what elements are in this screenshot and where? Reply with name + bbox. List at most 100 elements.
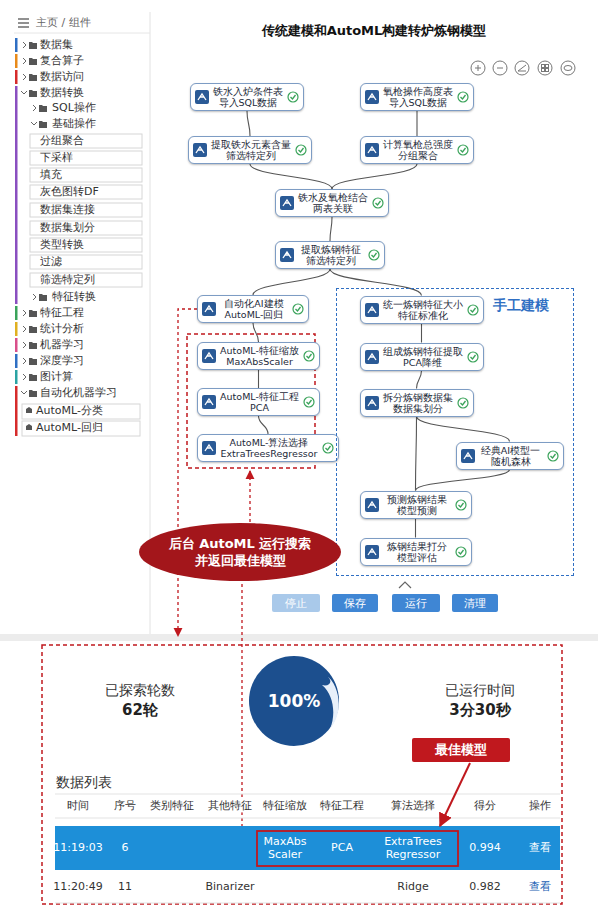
status-check (457, 397, 469, 409)
category-bar (15, 386, 18, 436)
process-box: 提取铁水元素含量筛选特定列 (188, 136, 312, 164)
node-icon-glyph (368, 94, 376, 100)
check-circle (323, 443, 333, 453)
menu-item-box (22, 421, 140, 436)
node-text: 经典AI模型一随机森林 (481, 445, 540, 467)
node-subtitle: PCA降维 (383, 357, 463, 368)
process-box: 提取炼钢特征筛选特定列 (275, 241, 385, 269)
node-icon-glyph (198, 94, 206, 100)
node-subtitle: 特征标准化 (383, 310, 463, 321)
folder-icon (39, 294, 47, 301)
text-label: 0.994 (469, 841, 501, 854)
connector (416, 470, 510, 491)
status-check (303, 350, 315, 362)
node-subtitle: 模型评估 (387, 552, 447, 563)
node-icon-glyph (368, 307, 376, 313)
check-mark (291, 95, 296, 99)
node-text: 炼钢结果打分模型评估 (387, 541, 447, 563)
category-bar (15, 322, 18, 336)
node-heading: 氧枪操作高度表 (383, 86, 453, 97)
check-circle (548, 451, 558, 461)
node-heading: 组成炼钢特征提取 (383, 346, 463, 357)
text-label: MaxAbs Scaler (258, 835, 312, 861)
status-check (547, 450, 559, 462)
toolbar-button: 清理 (452, 594, 498, 612)
tree-chevron (31, 122, 37, 125)
node-subtitle: 筛选特定列 (211, 150, 291, 161)
connector (330, 217, 332, 241)
status-check (457, 91, 469, 103)
check-mark (550, 454, 555, 458)
node-icon (280, 196, 294, 210)
status-check (322, 442, 334, 454)
check-mark (458, 550, 463, 554)
text-label: 深度学习 (40, 354, 84, 367)
category-bar (15, 86, 18, 290)
text-label: 类别特征 (149, 799, 195, 812)
node-icon (365, 350, 379, 364)
connector (421, 324, 422, 343)
node-heading: AutoML-特征工程 (220, 391, 299, 402)
node-icon-glyph (368, 400, 376, 406)
node-subtitle: 导入SQL数据 (383, 97, 453, 108)
node-subtitle: 筛选特定列 (301, 255, 361, 266)
connector (250, 164, 332, 189)
process-box: 组成炼钢特征提取PCA降维 (360, 343, 484, 371)
check-circle (468, 352, 478, 362)
bottom-panel (0, 641, 598, 908)
node-icon-bg (365, 498, 379, 512)
tree-chevron (33, 105, 36, 111)
category-bar (15, 290, 18, 304)
button-text: 停止 (285, 596, 307, 611)
tree-chevron (21, 391, 27, 394)
check-circle (304, 351, 314, 361)
connector (258, 370, 259, 388)
node-icon (365, 303, 379, 317)
folder-icon (29, 58, 37, 65)
text-label: 主页 / 组件 (36, 16, 91, 29)
node-text: 拆分炼钢数据集数据集划分 (383, 392, 453, 414)
node-icon (365, 396, 379, 410)
check-circle (456, 547, 466, 557)
check-circle (296, 145, 306, 155)
node-text: AutoML-特征工程PCA (220, 391, 299, 413)
node-icon-bg (365, 545, 379, 559)
text-label: 3分30秒 (449, 701, 510, 719)
node-heading: AutoML-算法选择 (220, 437, 317, 448)
process-box: 铁水及氧枪结合两表关联 (275, 189, 389, 217)
text-label: 查看 (529, 841, 551, 854)
category-bar (15, 54, 18, 68)
text-label: 下采样 (40, 151, 73, 164)
check-circle (456, 500, 466, 510)
node-icon (365, 498, 379, 512)
menu-item-box (30, 168, 142, 182)
status-check (372, 197, 384, 209)
node-icon-bg (193, 143, 207, 157)
check-mark (299, 148, 304, 152)
progress-circle: 100% (248, 655, 340, 747)
menu-item-box (30, 185, 142, 199)
process-box: 炼钢结果打分模型评估 (360, 538, 472, 566)
node-icon (365, 143, 379, 157)
item-icon (26, 407, 32, 413)
node-text: 氧枪操作高度表导入SQL数据 (383, 86, 453, 108)
node-icon-bg (202, 441, 216, 455)
text-label: 填充 (40, 168, 62, 181)
toolbar-button: 保存 (332, 594, 378, 612)
callout-ellipse (138, 522, 342, 582)
node-text: 铁水入炉条件表导入SQL数据 (213, 86, 283, 108)
region-label: 手工建模 (493, 297, 549, 315)
best-arrow (440, 763, 470, 826)
node-icon-bg (195, 90, 209, 104)
process-box: 自动化AI建模AutoML-回归 (197, 295, 309, 323)
text-label: PCA (331, 841, 353, 854)
folder-icon (29, 42, 37, 49)
check-mark (461, 95, 466, 99)
node-heading: 拆分炼钢数据集 (383, 392, 453, 403)
best-model-tag: 最佳模型 (412, 738, 510, 762)
sidebar-icons (15, 38, 142, 436)
check-circle (458, 92, 468, 102)
node-heading: 铁水入炉条件表 (213, 86, 283, 97)
folder-icon (29, 390, 37, 397)
text-label: 11:19:03 (53, 841, 102, 854)
